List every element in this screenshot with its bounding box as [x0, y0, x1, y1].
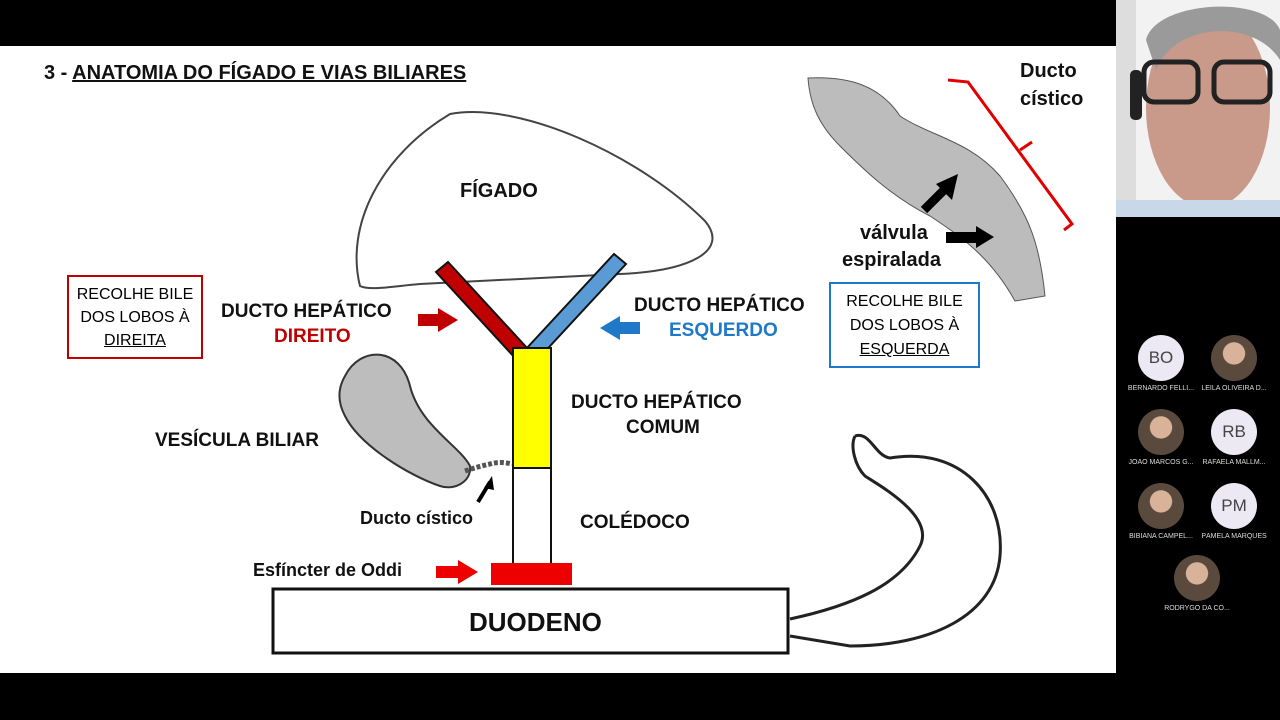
- label-valvula: válvula: [860, 222, 928, 244]
- participant-tile[interactable]: RODRYGO DA CO...: [1156, 555, 1238, 612]
- participant-name: RODRYGO DA CO...: [1164, 605, 1230, 612]
- participant-tile[interactable]: JOÃO MARCOS G...: [1120, 409, 1202, 466]
- slide-title: 3 - ANATOMIA DO FÍGADO E VIAS BILIARES: [44, 62, 466, 85]
- arrow-left-hepatic: [600, 316, 640, 340]
- box-esquerda-line2: DOS LOBOS À: [849, 317, 960, 334]
- participant-tile[interactable]: BIBIANA CAMPEL...: [1120, 483, 1202, 540]
- label-coledoco: COLÉDOCO: [580, 512, 690, 533]
- participant-name: PÂMELA MARQUES: [1201, 533, 1267, 540]
- participant-tile[interactable]: RB RAFAELA MALLM...: [1193, 409, 1275, 466]
- participant-photo: [1138, 483, 1184, 529]
- participant-avatar: RB: [1211, 409, 1257, 455]
- label-duodeno: DUODENO: [469, 607, 602, 637]
- cystic-duct-inset: [807, 77, 1046, 302]
- label-inset-ducto: Ducto: [1020, 60, 1077, 82]
- label-oddi: Esfíncter de Oddi: [253, 560, 403, 580]
- participant-photo: [1174, 555, 1220, 601]
- cystic-duct-chain: [464, 460, 513, 474]
- arrow-valve-2: [946, 226, 994, 248]
- box-esquerda: RECOLHE BILE DOS LOBOS À ESQUERDA: [829, 282, 980, 368]
- label-hep-dir-2: DIREITO: [274, 326, 351, 347]
- participant-tile[interactable]: LEILA OLIVEIRA D...: [1193, 335, 1275, 392]
- box-direita-line1: RECOLHE BILE: [76, 286, 194, 303]
- arrow-valve-1: [920, 174, 958, 214]
- box-direita-line3: DIREITA: [104, 332, 166, 349]
- liver-outline: [355, 111, 714, 290]
- participant-name: BIBIANA CAMPEL...: [1129, 533, 1193, 540]
- label-cistico: Ducto cístico: [360, 508, 474, 528]
- participant-avatar: BO: [1138, 335, 1184, 381]
- cystic-bracket: [947, 78, 1075, 232]
- box-direita-line2: DOS LOBOS À: [80, 309, 190, 326]
- participant-photo: [1138, 409, 1184, 455]
- title-number: 3 -: [44, 62, 73, 84]
- arrow-right-hepatic: [418, 308, 458, 332]
- participant-name: LEILA OLIVEIRA D...: [1201, 385, 1267, 392]
- anatomy-diagram: [271, 77, 1075, 655]
- arrow-oddi: [436, 560, 478, 584]
- label-inset-cistico: cístico: [1020, 88, 1084, 110]
- stomach-outline: [789, 433, 1002, 648]
- participant-tile[interactable]: PM PÂMELA MARQUES: [1193, 483, 1275, 540]
- title-text: ANATOMIA DO FÍGADO E VIAS BILIARES: [72, 62, 467, 84]
- box-esquerda-line1: RECOLHE BILE: [846, 293, 963, 310]
- label-figado: FÍGADO: [460, 180, 538, 202]
- choledochus: [512, 467, 552, 565]
- label-hep-comum: DUCTO HEPÁTICO: [571, 392, 742, 413]
- gallbladder-shape: [338, 353, 472, 489]
- duodenum-box: [271, 587, 790, 655]
- box-esquerda-line3: ESQUERDA: [859, 341, 950, 358]
- oddi-sphincter: [491, 563, 572, 585]
- slide: 3 - ANATOMIA DO FÍGADO E VIAS BILIARES F…: [0, 46, 1116, 673]
- participant-avatar: PM: [1211, 483, 1257, 529]
- label-hep-comum-2: COMUM: [626, 417, 700, 438]
- label-hep-dir: DUCTO HEPÁTICO: [221, 301, 392, 322]
- label-hep-esq-2: ESQUERDO: [669, 320, 778, 341]
- participant-name: RAFAELA MALLM...: [1202, 459, 1266, 466]
- common-hepatic-duct: [512, 347, 552, 469]
- participant-photo: [1211, 335, 1257, 381]
- speaker-silhouette: [1116, 0, 1280, 217]
- label-hep-esq: DUCTO HEPÁTICO: [634, 295, 805, 316]
- box-direita: RECOLHE BILE DOS LOBOS À DIREITA: [67, 275, 203, 359]
- participant-name: JOÃO MARCOS G...: [1128, 459, 1194, 466]
- speaker-video[interactable]: [1116, 0, 1280, 217]
- participant-tile[interactable]: BO BERNARDO FELLI...: [1120, 335, 1202, 392]
- label-vesicula: VESÍCULA BILIAR: [155, 430, 319, 451]
- participant-name: BERNARDO FELLI...: [1127, 385, 1195, 392]
- label-espiralada: espiralada: [842, 249, 941, 271]
